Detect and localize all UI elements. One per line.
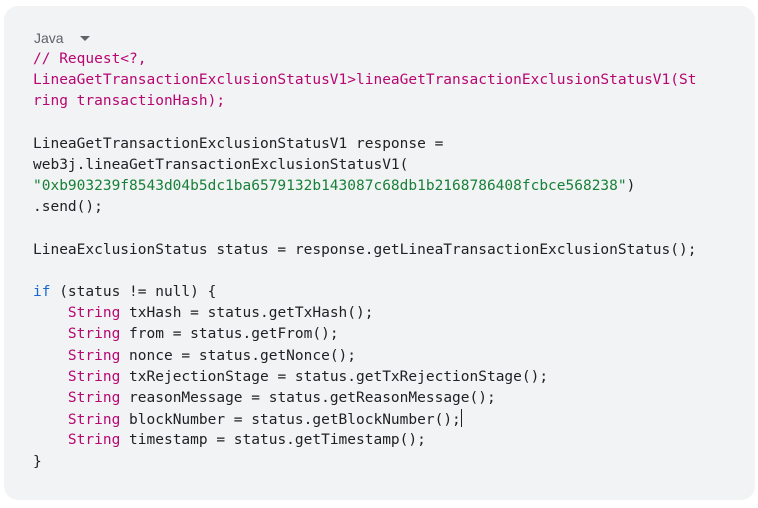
code-line <box>33 219 696 240</box>
code-token-plain <box>33 326 68 342</box>
code-token-plain: txRejectionStage = status.getTxRejection… <box>120 368 549 385</box>
code-token-plain: txHash = status.getTxHash(); <box>120 305 374 322</box>
text-cursor <box>460 409 463 428</box>
code-line: } <box>33 452 696 473</box>
code-line: // Request<?, <box>33 49 696 70</box>
code-token-comment: LineaGetTransactionExclusionStatusV1>lin… <box>33 72 697 89</box>
code-token-plain: reasonMessage = status.getReasonMessage(… <box>120 390 496 406</box>
code-token-plain: LineaGetTransactionExclusionStatusV1 res… <box>33 135 444 152</box>
code-line: LineaGetTransactionExclusionStatusV1 res… <box>33 134 696 155</box>
code-token-type: String <box>67 347 121 364</box>
code-token-comment: ring transactionHash); <box>33 93 226 110</box>
code-token-plain <box>33 348 68 364</box>
code-line: String blockNumber = status.getBlockNumb… <box>33 409 696 430</box>
code-token-plain: from = status.getFrom(); <box>120 326 339 343</box>
code-line: String from = status.getFrom(); <box>33 324 696 345</box>
code-line: LineaExclusionStatus status = response.g… <box>33 240 696 261</box>
code-token-plain: .send(); <box>33 199 103 216</box>
code-token-type: String <box>67 305 121 322</box>
code-line: String txRejectionStage = status.getTxRe… <box>33 367 696 388</box>
code-token-plain: timestamp = status.getTimestamp(); <box>120 432 426 449</box>
code-token-plain <box>33 432 68 448</box>
code-line: web3j.lineaGetTransactionExclusionStatus… <box>33 155 696 176</box>
code-line: String reasonMessage = status.getReasonM… <box>33 388 696 409</box>
code-token-type: String <box>67 412 121 429</box>
code-token-plain: } <box>33 453 42 470</box>
code-token-plain: LineaExclusionStatus status = response.g… <box>33 241 697 258</box>
code-token-keyword: if <box>33 284 51 301</box>
code-block-card: Java // Request<?, LineaGetTransactionExc… <box>4 6 755 500</box>
code-token-type: String <box>67 326 121 343</box>
code-token-plain: blockNumber = status.getBlockNumber(); <box>120 412 461 429</box>
code-token-plain <box>33 412 68 428</box>
code-token-comment: // Request<?, <box>33 51 147 67</box>
language-selector[interactable]: Java <box>34 28 90 48</box>
code-line: "0xb903239f8543d04b5dc1ba6579132b143087c… <box>33 176 696 197</box>
code-token-plain: ) <box>626 178 636 195</box>
code-token-string: "0xb903239f8543d04b5dc1ba6579132b143087c… <box>33 178 627 195</box>
code-token-plain: nonce = status.getNonce(); <box>120 347 357 364</box>
code-line <box>33 113 696 134</box>
code-token-plain <box>33 305 68 321</box>
code-token-plain: web3j.lineaGetTransactionExclusionStatus… <box>33 156 409 173</box>
code-line: .send(); <box>33 197 696 218</box>
language-label: Java <box>34 30 64 46</box>
code-token-type: String <box>67 390 121 406</box>
code-token-plain <box>33 390 68 406</box>
code-line: if (status != null) { <box>33 282 696 303</box>
code-token-type: String <box>67 432 121 449</box>
code-token-plain: (status != null) { <box>50 284 217 301</box>
code-line: LineaGetTransactionExclusionStatusV1>lin… <box>33 70 696 91</box>
code-line: String txHash = status.getTxHash(); <box>33 303 696 324</box>
code-line: ring transactionHash); <box>33 91 696 112</box>
code-editor[interactable]: // Request<?, LineaGetTransactionExclusio… <box>33 49 696 473</box>
code-line: String nonce = status.getNonce(); <box>33 346 696 367</box>
code-line <box>33 261 696 282</box>
code-line: String timestamp = status.getTimestamp()… <box>33 430 696 451</box>
code-token-type: String <box>67 368 121 385</box>
code-token-plain <box>33 369 68 385</box>
caret-down-icon[interactable] <box>79 35 90 41</box>
